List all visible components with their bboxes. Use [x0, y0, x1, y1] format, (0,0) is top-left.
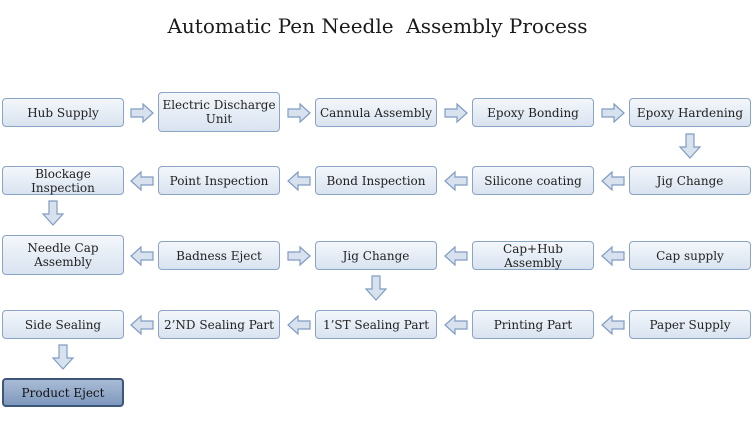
step-needle-cap-assembly: Needle Cap Assembly — [2, 235, 124, 275]
arrow-down-icon — [51, 344, 75, 370]
step-first-sealing-part: 1’ST Sealing Part — [315, 310, 437, 339]
step-side-sealing: Side Sealing — [2, 310, 124, 339]
arrow-right-icon — [287, 102, 311, 124]
step-cap-supply: Cap supply — [629, 241, 751, 270]
arrow-left-icon — [287, 314, 311, 336]
step-printing-part: Printing Part — [472, 310, 594, 339]
step-blockage-inspection: Blockage Inspection — [2, 166, 124, 195]
step-epoxy-bonding: Epoxy Bonding — [472, 98, 594, 127]
arrow-left-icon — [130, 314, 154, 336]
step-badness-eject: Badness Eject — [158, 241, 280, 270]
step-jig-change-1: Jig Change — [629, 166, 751, 195]
arrow-down-icon — [364, 275, 388, 301]
step-second-sealing-part: 2’ND Sealing Part — [158, 310, 280, 339]
arrow-left-icon — [601, 314, 625, 336]
diagram-title: Automatic Pen Needle Assembly Process — [167, 14, 588, 38]
step-silicone-coating: Silicone coating — [472, 166, 594, 195]
step-product-eject: Product Eject — [2, 378, 124, 407]
arrow-left-icon — [444, 314, 468, 336]
step-hub-supply: Hub Supply — [2, 98, 124, 127]
arrow-left-icon — [444, 170, 468, 192]
arrow-left-icon — [287, 170, 311, 192]
arrow-right-icon — [444, 102, 468, 124]
step-bond-inspection: Bond Inspection — [315, 166, 437, 195]
step-cannula-assembly: Cannula Assembly — [315, 98, 437, 127]
arrow-right-icon — [601, 102, 625, 124]
step-electric-discharge: Electric Discharge Unit — [158, 92, 280, 132]
step-jig-change-2: Jig Change — [315, 241, 437, 270]
arrow-right-icon — [130, 102, 154, 124]
arrow-down-icon — [678, 133, 702, 159]
arrow-right-icon — [287, 245, 311, 267]
arrow-left-icon — [601, 245, 625, 267]
arrow-left-icon — [444, 245, 468, 267]
arrow-left-icon — [130, 170, 154, 192]
step-cap-hub-assembly: Cap+Hub Assembly — [472, 241, 594, 270]
arrow-left-icon — [130, 245, 154, 267]
arrow-down-icon — [41, 200, 65, 226]
step-paper-supply: Paper Supply — [629, 310, 751, 339]
step-epoxy-hardening: Epoxy Hardening — [629, 98, 751, 127]
step-point-inspection: Point Inspection — [158, 166, 280, 195]
arrow-left-icon — [601, 170, 625, 192]
